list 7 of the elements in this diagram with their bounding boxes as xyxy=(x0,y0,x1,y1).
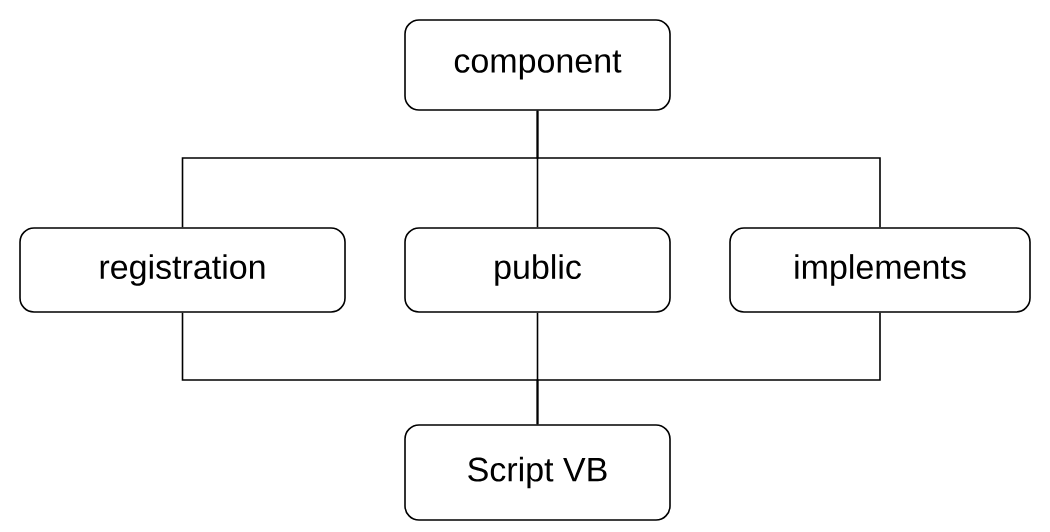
connector-line xyxy=(536,312,881,425)
rounded-box: Script VB xyxy=(404,424,671,521)
connector-line xyxy=(536,110,881,228)
rounded-box: component xyxy=(404,19,671,111)
rounded-box: implements xyxy=(729,227,1031,313)
rounded-box: registration xyxy=(19,227,346,313)
rounded-box: public xyxy=(404,227,671,313)
